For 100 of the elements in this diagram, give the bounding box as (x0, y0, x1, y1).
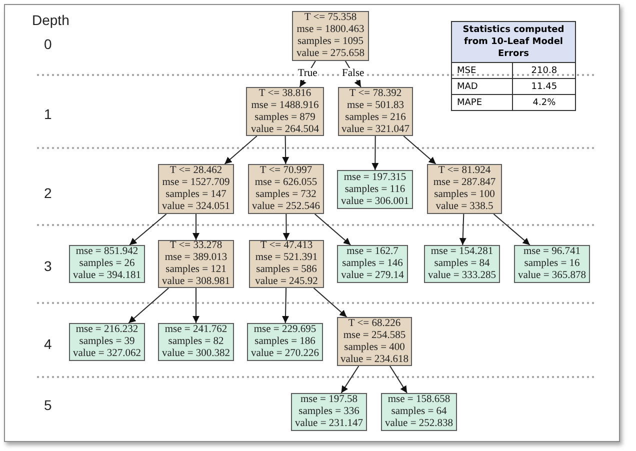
node-text: mse = 197.58 (300, 394, 358, 406)
node-text: samples = 84 (434, 258, 490, 270)
leaf-node-box (424, 245, 500, 283)
table-cell: 4.2% (512, 94, 576, 110)
arrow (403, 136, 436, 164)
node-text: samples = 216 (345, 112, 406, 124)
arrow (299, 60, 316, 88)
node-text: value = 327.062 (72, 348, 142, 360)
node-text: value = 338.5 (436, 201, 494, 213)
arrow (192, 214, 200, 240)
node-text: samples = 400 (344, 342, 405, 354)
leaf-node-box (247, 323, 323, 361)
node-text: samples = 121 (166, 264, 226, 276)
node-text: value = 394.181 (72, 270, 142, 282)
node-text: T <= 47.413 (260, 240, 313, 252)
leaf-node-box (291, 393, 367, 431)
edge-label: False (341, 68, 366, 80)
leaf-node-box (69, 323, 145, 361)
arrow (493, 214, 530, 246)
depth-number: 4 (44, 336, 52, 352)
node-text: value = 275.658 (296, 48, 365, 60)
arrow (313, 288, 348, 318)
node-text: T <= 38.816 (258, 88, 312, 100)
node-text: mse = 216.232 (76, 324, 138, 336)
node-text: samples = 64 (391, 406, 447, 418)
node-text: value = 231.147 (294, 418, 364, 430)
node-text: samples = 336 (298, 406, 360, 418)
node-text: T <= 28.462 (170, 165, 222, 177)
depth-number: 5 (44, 397, 52, 413)
node-text: mse = 389.013 (164, 252, 228, 264)
node-text: samples = 146 (342, 258, 403, 270)
node-text: value = 333.285 (428, 270, 496, 282)
node-text: T <= 33.278 (170, 240, 222, 252)
axis-title: Depth (32, 12, 70, 28)
node-text: mse = 197.315 (344, 172, 406, 184)
node-text: value = 300.382 (162, 348, 230, 360)
node-text: value = 252.838 (384, 418, 454, 430)
leaf-node-box (381, 393, 457, 431)
node-text: value = 306.001 (340, 196, 410, 208)
arrow (282, 288, 289, 324)
split-node-box (249, 240, 324, 288)
split-node-box (427, 164, 502, 214)
node-text: value = 264.504 (250, 124, 320, 136)
arrow (129, 214, 167, 246)
depth-number: 3 (44, 258, 52, 274)
node-text: T <= 75.358 (304, 12, 357, 24)
node-text: samples = 82 (168, 336, 224, 348)
node-text: samples = 16 (524, 258, 580, 270)
node-text: value = 245.92 (255, 276, 318, 288)
node-text: mse = 254.585 (343, 330, 406, 342)
table-cell: 11.45 (512, 78, 576, 94)
leaf-node-box (337, 245, 408, 283)
arrow (389, 366, 408, 394)
table-cell: MAPE (452, 94, 513, 110)
table-cell: MSE (452, 62, 513, 78)
node-text: mse = 96.741 (524, 246, 580, 258)
arrow (282, 214, 290, 240)
leaf-node-box (69, 245, 145, 283)
split-node-box (248, 164, 324, 214)
node-text: value = 365.878 (518, 270, 586, 282)
node-text: value = 324.051 (162, 201, 230, 213)
node-text: samples = 879 (254, 112, 316, 124)
node-text: mse = 229.695 (254, 324, 316, 336)
node-text: mse = 241.762 (164, 324, 228, 336)
node-text: T <= 70.997 (260, 165, 312, 177)
split-node-box (246, 87, 324, 136)
node-text: value = 234.618 (340, 354, 409, 366)
node-text: mse = 1527.709 (162, 177, 230, 189)
split-node-box (338, 87, 413, 136)
arrow (372, 136, 379, 170)
table-cell: 210.8 (512, 62, 576, 78)
node-text: mse = 626.055 (254, 177, 318, 189)
node-text: samples = 186 (254, 336, 316, 348)
node-text: mse = 521.391 (255, 252, 318, 264)
node-text: T <= 78.392 (349, 88, 402, 100)
node-text: samples = 26 (79, 258, 135, 270)
node-text: mse = 158.658 (388, 394, 450, 406)
arrow (128, 288, 170, 324)
node-text: mse = 154.281 (430, 246, 494, 258)
node-text: mse = 851.942 (76, 246, 138, 258)
node-text: value = 252.546 (252, 201, 320, 213)
arrow (340, 366, 360, 394)
leaf-node-box (337, 170, 413, 209)
depth-number: 0 (44, 36, 52, 52)
node-text: T <= 68.226 (348, 318, 401, 330)
depth-number: 2 (44, 185, 52, 201)
split-node-box (158, 240, 234, 288)
leaf-node-box (514, 245, 590, 283)
table-cell: MAD (452, 78, 513, 94)
node-text: samples = 116 (344, 184, 406, 196)
split-node-box (292, 11, 369, 61)
node-text: mse = 1488.916 (251, 100, 319, 112)
arrow (459, 214, 466, 246)
table-header: Statistics computed from 10-Leaf Model Errors (452, 22, 576, 62)
node-text: value = 308.981 (162, 276, 230, 288)
split-node-box (337, 317, 412, 366)
split-node-box (158, 164, 234, 214)
node-text: T <= 81.924 (438, 165, 491, 177)
node-text: mse = 1800.463 (296, 24, 364, 36)
node-text: samples = 1095 (298, 36, 364, 48)
